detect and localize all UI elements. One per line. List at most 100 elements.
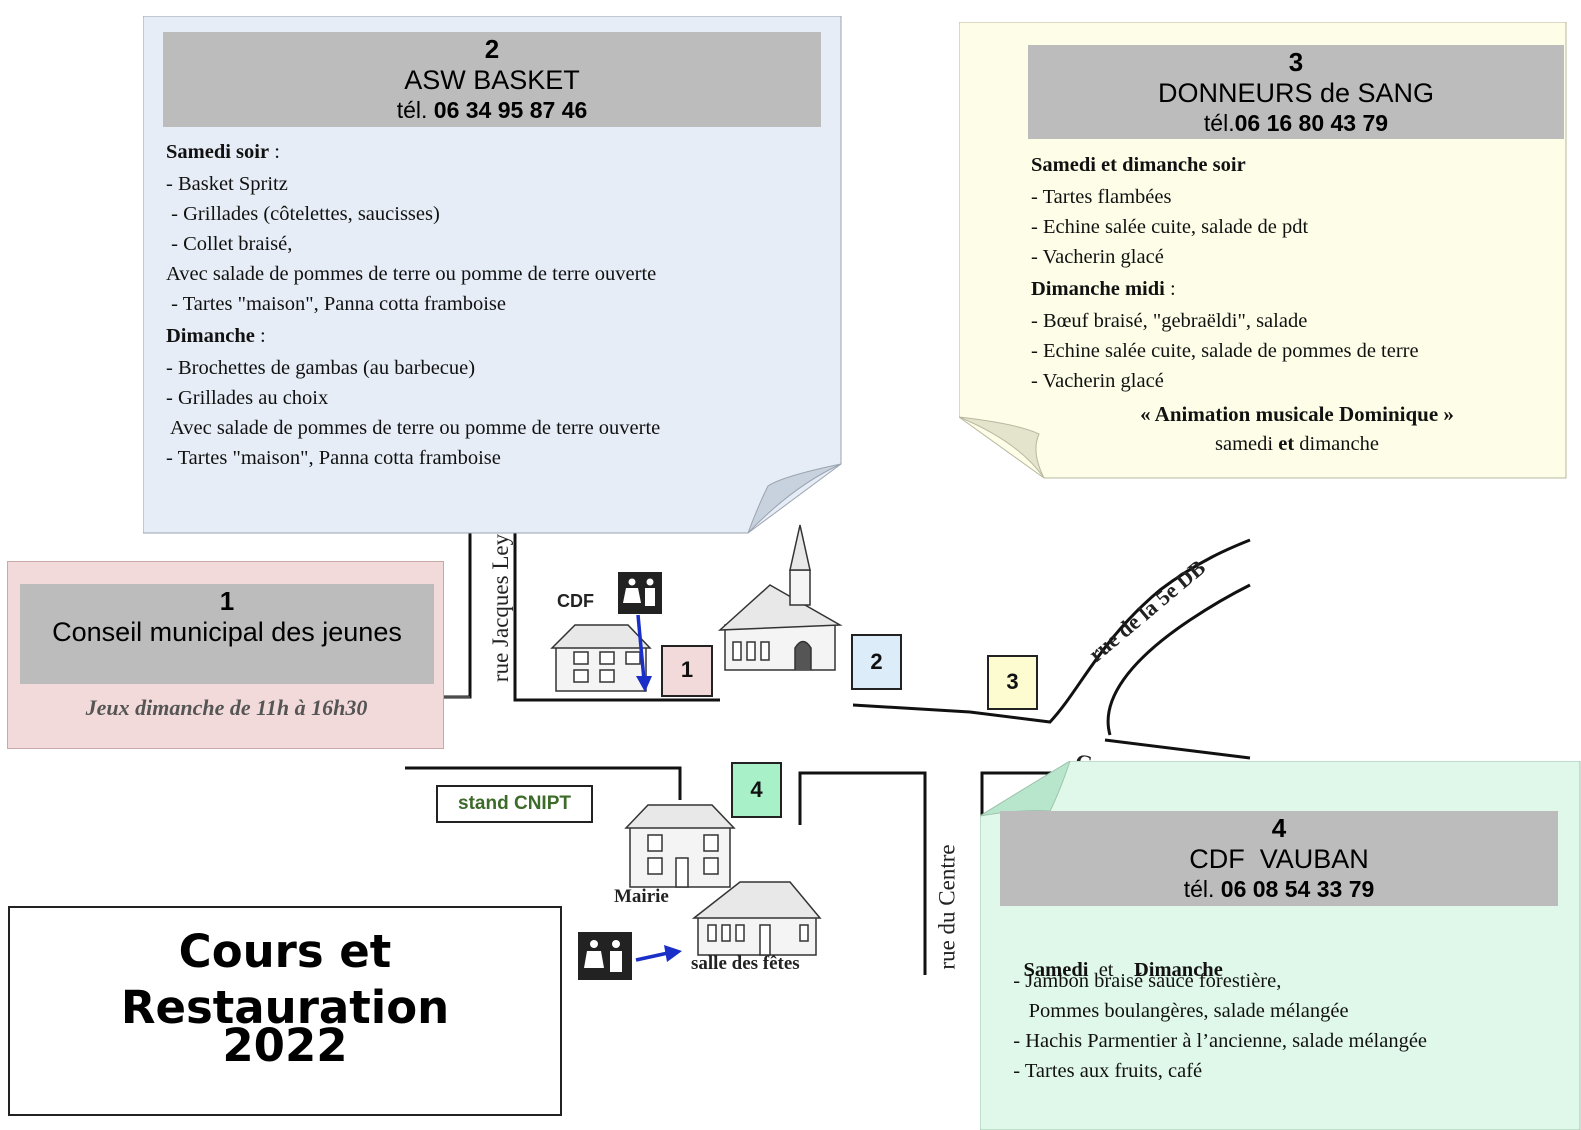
stand-marker-4[interactable]: 4 bbox=[731, 762, 782, 818]
label-mairie: Mairie bbox=[614, 886, 669, 907]
menu-section-heading-suffix: : bbox=[269, 141, 280, 163]
stand-3-header: 3 DONNEURS de SANG tél.06 16 80 43 79 bbox=[1028, 45, 1564, 139]
menu-item-text: - Tartes flambées bbox=[1031, 186, 1172, 208]
salle-des-fetes-icon bbox=[691, 881, 822, 956]
stand-3-days-2: dimanche bbox=[1294, 433, 1379, 455]
menu-item-text: - Tartes "maison", Panna cotta framboise bbox=[166, 447, 501, 469]
stand-2-paper bbox=[143, 16, 842, 534]
road-5e-db-top bbox=[852, 538, 1251, 724]
stand-3-tel-prefix: tél. bbox=[1203, 110, 1235, 136]
stand-4-tel-prefix: tél. bbox=[1183, 876, 1221, 902]
stand-marker-3[interactable]: 3 bbox=[987, 655, 1038, 710]
menu-section-heading: Dimanche midi : bbox=[1031, 272, 1561, 306]
menu-item: - Basket Spritz bbox=[166, 169, 826, 199]
stand-marker-1[interactable]: 1 bbox=[661, 645, 713, 697]
menu-item: - Echine salée cuite, salade de pdt bbox=[1031, 212, 1561, 242]
stand-1-note: 1 Conseil municipal des jeunes Jeux dima… bbox=[7, 561, 444, 749]
stand-3-note: 3 DONNEURS de SANG tél.06 16 80 43 79 Sa… bbox=[959, 22, 1567, 479]
stand-2-menu: Samedi soir :- Basket Spritz - Grillades… bbox=[166, 135, 826, 473]
menu-item-text: Pommes boulangères, salade mélangée bbox=[1003, 1000, 1349, 1022]
menu-section-heading: Samedi et dimanche soir bbox=[1031, 148, 1561, 182]
stand-2-header: 2 ASW BASKET tél. 06 34 95 87 46 bbox=[163, 32, 821, 127]
stand-4-tel-number: 06 08 54 33 79 bbox=[1220, 876, 1375, 902]
menu-item-text: - Echine salée cuite, salade de pdt bbox=[1031, 216, 1309, 238]
menu-item: Pommes boulangères, salade mélangée bbox=[1003, 996, 1573, 1026]
menu-section-heading: Dimanche : bbox=[166, 319, 826, 353]
stand-1-header: 1 Conseil municipal des jeunes bbox=[20, 584, 434, 684]
menu-item-text: Avec salade de pommes de terre ou pomme … bbox=[166, 263, 657, 285]
stand-4-menu: - Jambon braisé sauce forestière, Pommes… bbox=[1003, 966, 1573, 1086]
menu-item-text: - Bœuf braisé, "gebraëldi", salade bbox=[1031, 310, 1308, 332]
toilets-icon bbox=[578, 932, 632, 980]
menu-item: - Tartes "maison", Panna cotta framboise bbox=[166, 289, 826, 319]
menu-item-text: - Grillades (côtelettes, saucisses) bbox=[166, 203, 440, 225]
menu-item-text: - Grillades au choix bbox=[166, 387, 329, 409]
menu-item-text: - Echine salée cuite, salade de pommes d… bbox=[1031, 340, 1419, 362]
menu-item: - Vacherin glacé bbox=[1031, 366, 1561, 396]
menu-item: Avec salade de pommes de terre ou pomme … bbox=[166, 259, 826, 289]
label-cdf: CDF bbox=[557, 591, 594, 611]
street-label-rue-du-centre: rue du Centre bbox=[934, 844, 960, 970]
stand-4-tel: tél. 06 08 54 33 79 bbox=[1000, 875, 1558, 903]
menu-item: - Brochettes de gambas (au barbecue) bbox=[166, 353, 826, 383]
stand-3-tel-number: 06 16 80 43 79 bbox=[1234, 110, 1389, 136]
stand-4-days-1: Samedi bbox=[1023, 959, 1089, 981]
menu-item-text: Avec salade de pommes de terre ou pomme … bbox=[166, 417, 661, 439]
menu-item: - Bœuf braisé, "gebraëldi", salade bbox=[1031, 306, 1561, 336]
stand-cnipt-box: stand CNIPT bbox=[436, 785, 593, 823]
road-grand-rue-top bbox=[1104, 738, 1251, 760]
menu-section-heading-suffix: : bbox=[1164, 278, 1176, 300]
toilets-icon bbox=[618, 572, 662, 614]
menu-item-text: - Tartes aux fruits, café bbox=[1003, 1060, 1203, 1082]
stand-cnipt-label: stand CNIPT bbox=[458, 793, 571, 814]
menu-item: - Echine salée cuite, salade de pommes d… bbox=[1031, 336, 1561, 366]
house-icon bbox=[550, 624, 652, 692]
menu-item: - Collet braisé, bbox=[166, 229, 826, 259]
menu-section-heading-text: Dimanche bbox=[166, 325, 255, 347]
stand-3-number: 3 bbox=[1288, 47, 1304, 77]
title-box: Cours et Restauration 2022 bbox=[8, 906, 562, 1116]
street-label-jacques-ley: rue Jacques Ley bbox=[488, 533, 514, 683]
stand-2-tel-prefix: tél. bbox=[396, 97, 434, 123]
stand-4-note: 4 CDF VAUBAN tél. 06 08 54 33 79 Samedi … bbox=[980, 761, 1581, 1130]
stand-3-name: DONNEURS de SANG bbox=[1157, 78, 1435, 108]
menu-item: Avec salade de pommes de terre ou pomme … bbox=[166, 413, 826, 443]
mairie-icon bbox=[624, 804, 736, 888]
stand-3-days-bold: et bbox=[1278, 433, 1295, 455]
road-5e-db-inner bbox=[1106, 583, 1251, 736]
menu-item-text: - Tartes "maison", Panna cotta framboise bbox=[166, 293, 506, 315]
road-centre-left bbox=[798, 771, 927, 975]
menu-item-text: - Collet braisé, bbox=[166, 233, 293, 255]
menu-item: - Tartes "maison", Panna cotta framboise bbox=[166, 443, 826, 473]
stand-3-menu: Samedi et dimanche soir - Tartes flambées… bbox=[1031, 148, 1561, 396]
menu-item: - Tartes flambées bbox=[1031, 182, 1561, 212]
stand-1-number: 1 bbox=[219, 586, 235, 616]
menu-section-heading: Samedi soir : bbox=[166, 135, 826, 169]
stand-2-tel: tél. 06 34 95 87 46 bbox=[163, 96, 821, 124]
menu-section-heading-suffix: : bbox=[254, 325, 266, 347]
stand-2-tel-number: 06 34 95 87 46 bbox=[433, 97, 588, 123]
label-salle-des-fetes: salle des fêtes bbox=[691, 953, 800, 974]
arrow-icon bbox=[636, 614, 652, 692]
menu-item: - Grillades au choix bbox=[166, 383, 826, 413]
stand-marker-2[interactable]: 2 bbox=[851, 634, 902, 690]
menu-section-heading-text: Samedi soir bbox=[166, 141, 270, 163]
stand-3-tel: tél.06 16 80 43 79 bbox=[1028, 109, 1564, 137]
stand-2-note: 2 ASW BASKET tél. 06 34 95 87 46 Samedi … bbox=[143, 16, 842, 534]
menu-item-text: - Jambon braisé sauce forestière, bbox=[1003, 970, 1282, 992]
menu-item: - Jambon braisé sauce forestière, bbox=[1003, 966, 1573, 996]
church-icon bbox=[717, 524, 843, 671]
menu-item-text: - Brochettes de gambas (au barbecue) bbox=[166, 357, 476, 379]
stand-3-animation-days: samedi et dimanche bbox=[1059, 433, 1535, 456]
stand-4-days-2: Dimanche bbox=[1133, 959, 1223, 981]
stand-3-animation: « Animation musicale Dominique » bbox=[1140, 402, 1454, 426]
stand-4-number: 4 bbox=[1271, 813, 1287, 843]
stand-1-name: Conseil municipal des jeunes bbox=[52, 617, 402, 647]
stand-4-header: 4 CDF VAUBAN tél. 06 08 54 33 79 bbox=[1000, 811, 1558, 906]
page-title: Cours et Restauration bbox=[120, 925, 450, 1034]
menu-item-text: - Hachis Parmentier à l’ancienne, salade… bbox=[1003, 1030, 1428, 1052]
menu-item-text: - Vacherin glacé bbox=[1031, 246, 1164, 268]
menu-item: - Tartes aux fruits, café bbox=[1003, 1056, 1573, 1086]
menu-item: - Vacherin glacé bbox=[1031, 242, 1561, 272]
